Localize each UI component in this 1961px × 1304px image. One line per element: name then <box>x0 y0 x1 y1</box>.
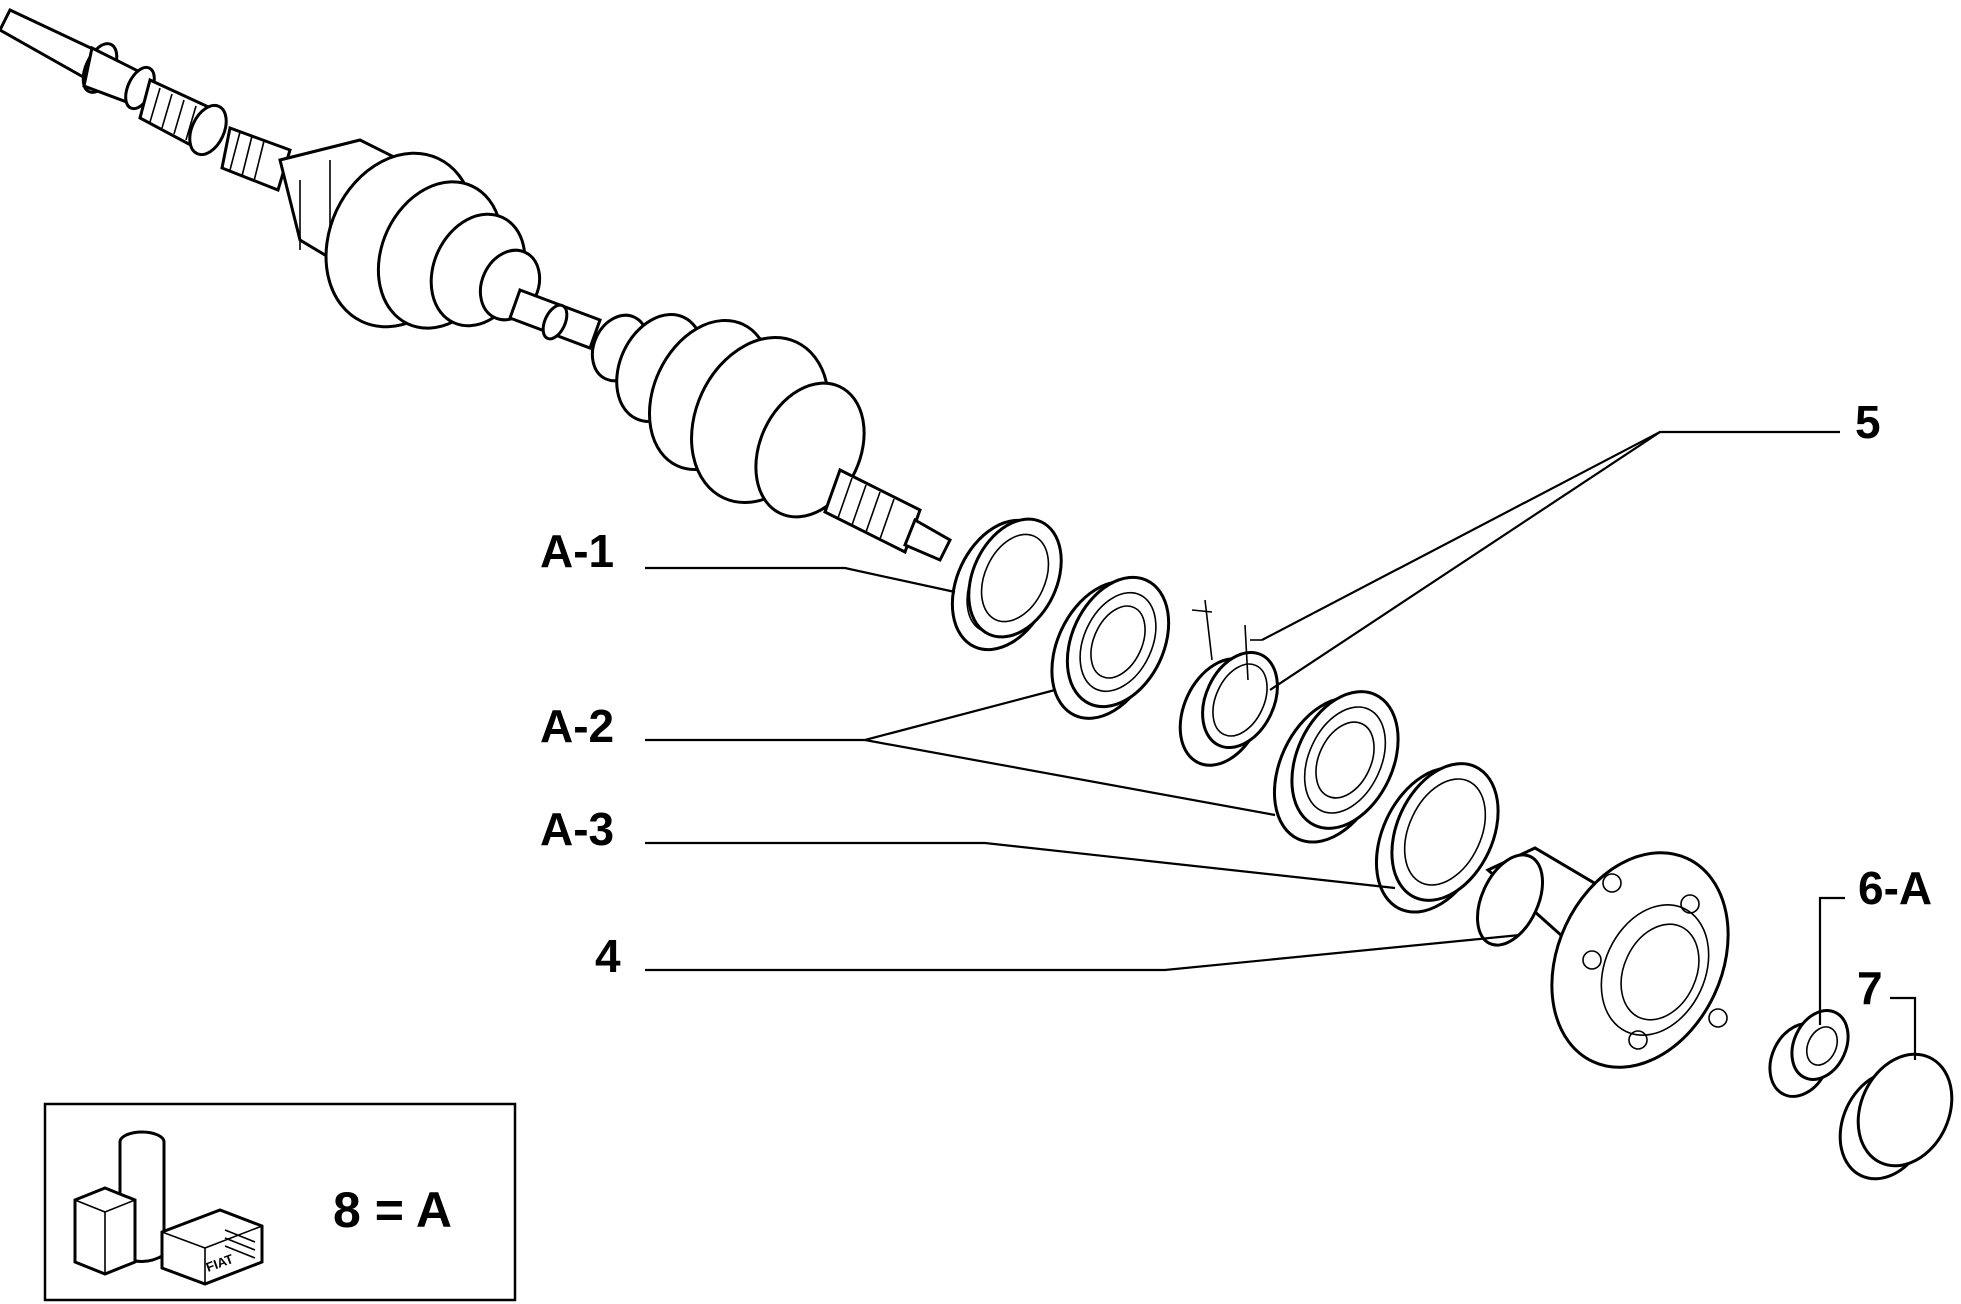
spacer-ring-5 <box>1178 599 1279 767</box>
callout-5: 5 <box>1855 396 1881 448</box>
leader-lines <box>645 430 1917 1060</box>
hub-nut-6a <box>1768 1009 1850 1098</box>
callout-a2: A-2 <box>540 700 614 752</box>
legend-equation: 8 = A <box>333 1182 452 1238</box>
callout-a1: A-1 <box>540 525 614 577</box>
wheel-hub-4 <box>1476 846 1730 1069</box>
callout-6a: 6-A <box>1858 862 1932 914</box>
legend-box: FIAT 8 = A <box>43 1102 517 1302</box>
fiat-parts-package-icon: FIAT <box>73 1130 264 1286</box>
callout-7: 7 <box>1857 962 1883 1014</box>
callout-4: 4 <box>595 930 621 982</box>
seal-ring-a3 <box>1374 762 1500 914</box>
dust-cap-7 <box>1838 1052 1954 1181</box>
ball-bearing-a2-inner <box>1050 575 1171 720</box>
ball-bearing-a2-outer <box>1272 690 1400 844</box>
callout-a3: A-3 <box>540 803 614 855</box>
seal-ring-a1 <box>950 517 1063 652</box>
driveshaft-assembly <box>0 8 952 562</box>
